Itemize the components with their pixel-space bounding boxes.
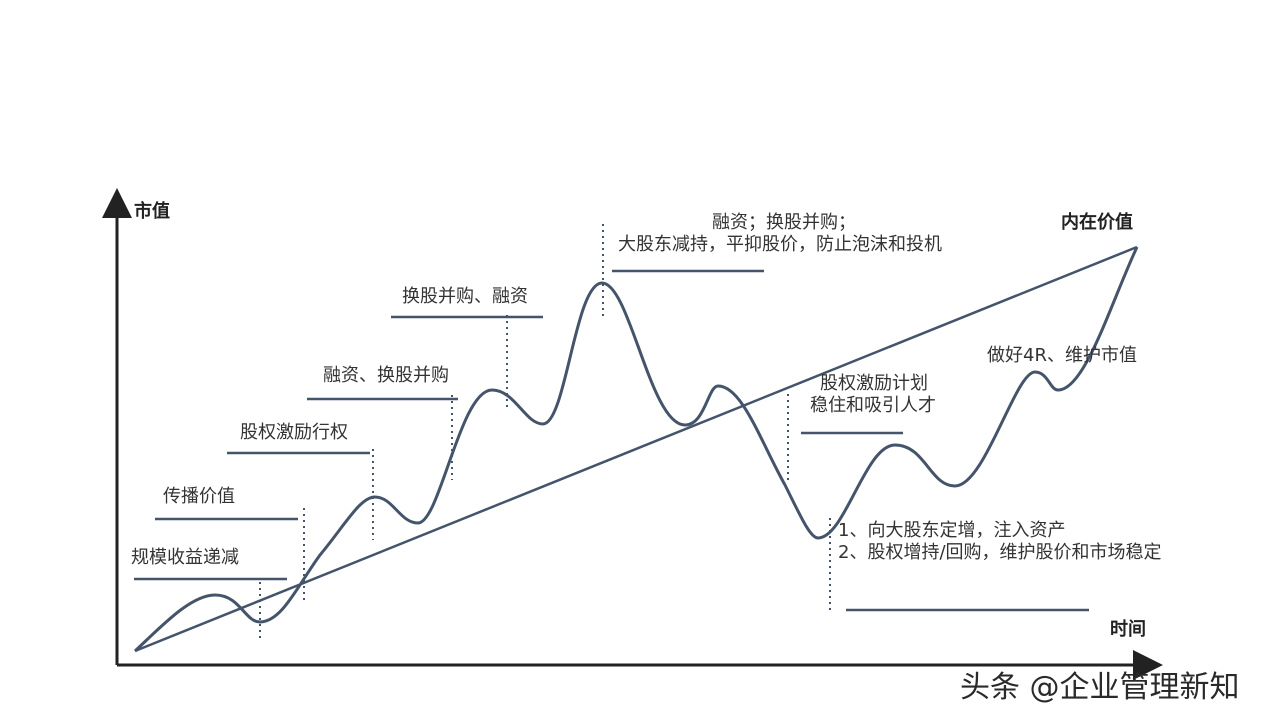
annotation-a2: 传播价值 bbox=[163, 486, 235, 507]
annotation-a9-line2: 2、股权增持/回购，维护股价和市场稳定 bbox=[838, 542, 1162, 563]
intrinsic-value-line bbox=[134, 245, 1138, 653]
watermark: 头条 @企业管理新知 bbox=[960, 670, 1240, 705]
y-axis-label: 市值 bbox=[134, 201, 170, 222]
market-value-curve bbox=[133, 246, 1139, 653]
annotation-a4: 融资、换股并购 bbox=[323, 365, 449, 386]
x-axis-label: 时间 bbox=[1110, 619, 1146, 640]
annotation-a8-line1: 股权激励计划 bbox=[820, 373, 928, 394]
annotation-a8-line2: 稳住和吸引人才 bbox=[810, 395, 936, 416]
annotation-a1: 规模收益递减 bbox=[131, 547, 239, 568]
annotation-a7: 做好4R、维护市值 bbox=[987, 345, 1137, 366]
annotation-a3: 股权激励行权 bbox=[240, 422, 348, 443]
annotation-a6-line1: 融资；换股并购； bbox=[712, 212, 856, 233]
annotation-a6-line2: 大股东减持，平抑股价，防止泡沫和投机 bbox=[618, 234, 942, 255]
annotation-a5: 换股并购、融资 bbox=[402, 286, 528, 307]
annotation-a9-line1: 1、向大股东定增，注入资产 bbox=[838, 520, 1066, 541]
intrinsic-value-label: 内在价值 bbox=[1061, 212, 1133, 233]
